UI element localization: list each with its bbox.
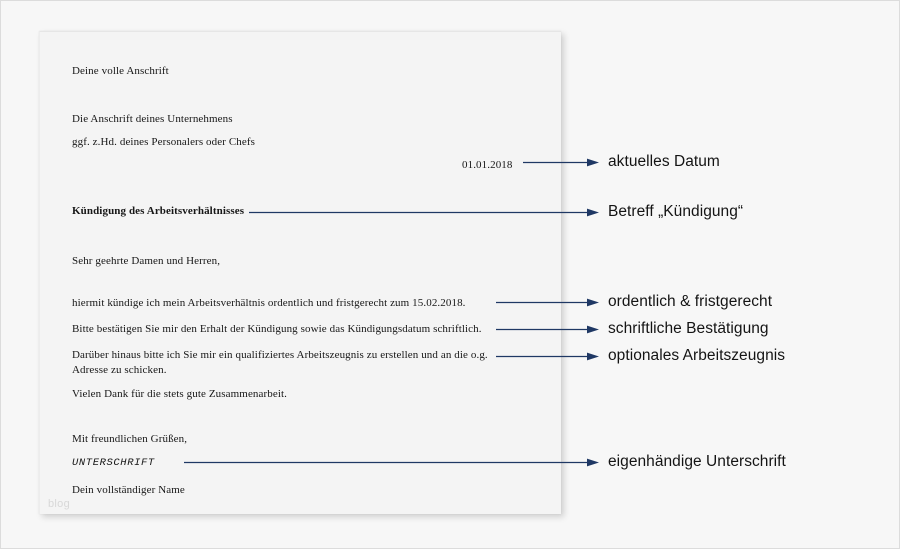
recipient-attention-line: ggf. z.Hd. deines Personalers oder Chefs [72,136,256,148]
letter-subject: Kündigung des Arbeitsverhältnisses [72,205,245,217]
closing-line: Mit freundlichen Grüßen, [72,433,188,445]
body-paragraph-2: Bitte bestätigen Sie mir den Erhalt der … [72,323,482,335]
recipient-company: Die Anschrift deines Unternehmens [72,113,233,125]
letter-page: Deine volle Anschrift Die Anschrift dein… [39,31,561,514]
body-paragraph-4: Vielen Dank für die stets gute Zusammena… [72,388,288,400]
annotation-label-bestaetigung: schriftliche Bestätigung [608,320,769,337]
letter-date: 01.01.2018 [462,159,513,171]
blog-watermark: blog [48,498,70,510]
salutation: Sehr geehrte Damen und Herren, [72,255,221,267]
annotation-label-unterschrift: eigenhändige Unterschrift [608,453,786,470]
sender-full-name: Dein vollständiger Name [72,484,185,496]
annotation-label-ordentlich: ordentlich & fristgerecht [608,293,773,310]
annotation-label-subject: Betreff „Kündigung“ [608,203,744,220]
annotation-label-date: aktuelles Datum [608,153,720,170]
sender-address: Deine volle Anschrift [72,65,169,77]
annotation-label-arbeitszeugnis: optionales Arbeitszeugnis [608,347,786,364]
signature-placeholder: UNTERSCHRIFT [72,457,155,469]
body-paragraph-1: hiermit kündige ich mein Arbeitsverhältn… [72,297,466,309]
body-paragraph-3: Darüber hinaus bitte ich Sie mir ein qua… [72,349,488,376]
